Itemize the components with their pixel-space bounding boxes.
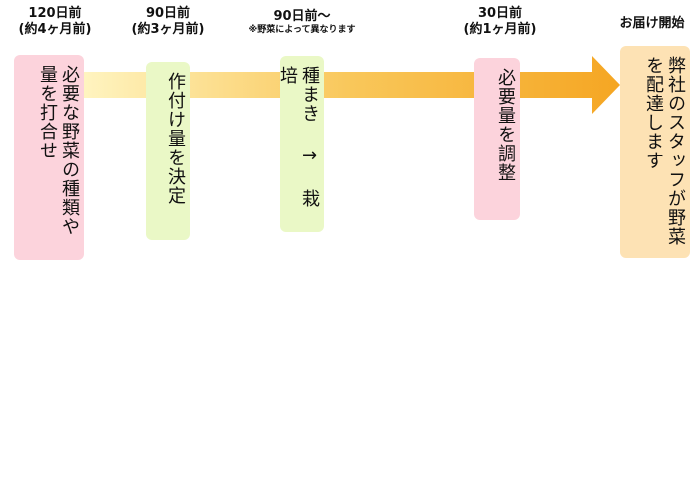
stage-5-card: 弊社のスタッフが野菜を配達します: [620, 46, 690, 258]
stage-2-card: 作付け量を決定: [146, 62, 190, 240]
stage-1-time: 120日前: [28, 6, 82, 21]
stage-4-time: 30日前: [477, 6, 523, 21]
stage-1-card: 必要な野菜の種類や量を打合せ: [14, 55, 84, 260]
stage-4-approx: (約1ヶ月前): [463, 22, 537, 37]
stage-3-header: 90日前〜 ※野菜によって異なります: [232, 9, 372, 36]
stage-5-header: お届け開始: [604, 16, 700, 32]
stage-2-header: 90日前 (約3ヶ月前): [118, 6, 218, 38]
stage-2-approx: (約3ヶ月前): [131, 22, 205, 37]
stage-3-time: 90日前〜: [273, 9, 331, 24]
timeline-arrow-shape: [84, 56, 620, 114]
stage-4-card-text: 必要量を調整: [495, 68, 516, 182]
stage-5-card-text: 弊社のスタッフが野菜を配達します: [643, 56, 686, 246]
stage-3-card: 種まき → 栽培: [277, 56, 324, 232]
stage-1-header: 120日前 (約4ヶ月前): [0, 6, 110, 38]
stage-2-time: 90日前: [145, 6, 191, 21]
stage-3-card-text: 種まき → 栽培: [277, 66, 320, 208]
stage-3-note: ※野菜によって異なります: [248, 25, 356, 35]
stage-1-approx: (約4ヶ月前): [18, 22, 92, 37]
stage-4-header: 30日前 (約1ヶ月前): [450, 6, 550, 38]
stage-2-card-text: 作付け量を決定: [165, 72, 186, 205]
stage-5-time: お届け開始: [619, 16, 685, 31]
stage-4-card: 必要量を調整: [474, 58, 520, 220]
stage-1-card-text: 必要な野菜の種類や量を打合せ: [37, 65, 80, 236]
